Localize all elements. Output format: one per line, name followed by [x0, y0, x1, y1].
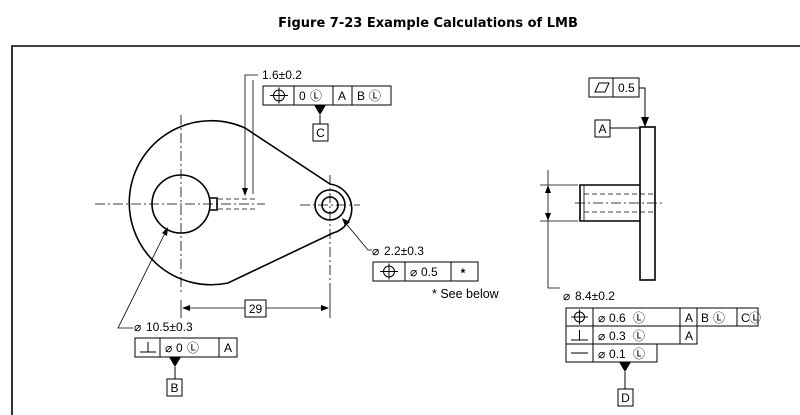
slot-leader: [244, 74, 258, 194]
bore-diameter-symbol: ⌀: [134, 320, 141, 334]
bore-datum-a: A: [224, 341, 232, 355]
slot-datum-a: A: [338, 89, 346, 103]
slot-tolerance: 0: [299, 89, 306, 103]
figure-frame: [11, 45, 800, 415]
slot-datum-b: B: [357, 89, 365, 103]
small-hole-callout: ⌀ 2.2±0.3 ⌀ 0.5 * * See below: [342, 218, 500, 301]
shaft-row1-diameter: ⌀: [598, 311, 605, 325]
small-hole-tolerance: 0.5: [421, 265, 438, 279]
shaft-row1-lmc-b: Ⓛ: [713, 311, 725, 325]
shaft-hidden-lines: [584, 193, 655, 213]
shaft-row1-lmc-c: Ⓛ: [749, 311, 761, 325]
shaft-row2-datum-a: A: [685, 329, 693, 343]
slot-lmc-1: Ⓛ: [310, 89, 322, 103]
asterisk-mark: *: [461, 266, 466, 280]
small-hole-diameter-symbol: ⌀: [372, 244, 379, 258]
figure-title: Figure 7-23 Example Calculations of LMB: [278, 16, 578, 31]
slot-hidden-lines: [218, 198, 258, 210]
bore-leader: [117, 228, 168, 329]
shaft-row1-datum-a: A: [685, 311, 693, 325]
center-distance-value: 29: [249, 302, 263, 316]
slot-dimension: 1.6±0.2: [242, 68, 302, 196]
bore-tolerance: 0: [176, 341, 183, 355]
flatness-fcf: 0.5 A: [588, 77, 649, 138]
bore-callout: ⌀ 10.5±0.3 ⌀ 0 Ⓛ A B: [117, 227, 238, 397]
shaft-row3-diameter: ⌀: [598, 347, 605, 361]
slot-fcf: 0 Ⓛ A B Ⓛ C: [262, 85, 392, 142]
shaft-row1-datum-c: C: [741, 311, 750, 325]
slot-dimension-text: 1.6±0.2: [262, 68, 302, 82]
small-hole-leader: [342, 219, 372, 251]
center-distance-dimension: 29: [180, 290, 331, 318]
small-hole-fcf-diameter: ⌀: [410, 265, 417, 279]
shaft-part: [575, 126, 665, 281]
shaft-row1-tolerance: 0.6: [609, 311, 626, 325]
datum-d-label: D: [621, 391, 630, 405]
shaft-row1-lmc: Ⓛ: [633, 311, 645, 325]
link-part: [95, 115, 360, 295]
bore-fcf-diameter: ⌀: [165, 341, 172, 355]
small-hole-dimension: 2.2±0.3: [384, 244, 424, 258]
flatness-tolerance: 0.5: [618, 81, 635, 95]
shaft-row2-lmc: Ⓛ: [633, 329, 645, 343]
shaft-dimension: ⌀ 8.4±0.2: [540, 170, 615, 303]
datum-b-label: B: [170, 381, 178, 395]
shaft-dimension-text: 8.4±0.2: [575, 289, 615, 303]
bore-dimension: 10.5±0.3: [146, 320, 193, 334]
slot-lmc-2: Ⓛ: [369, 89, 381, 103]
see-below-note: * See below: [432, 287, 500, 301]
flange: [639, 126, 656, 281]
shaft-row1-datum-b: B: [701, 311, 709, 325]
shaft-fcf: ⌀ 0.6 Ⓛ A B Ⓛ C Ⓛ ⌀ 0.3 Ⓛ A ⌀ 0.1 Ⓛ D: [565, 307, 761, 407]
datum-a-label: A: [598, 122, 606, 136]
shaft-row3-lmc: Ⓛ: [633, 347, 645, 361]
shaft-row2-diameter: ⌀: [598, 329, 605, 343]
datum-c-label: C: [316, 126, 325, 140]
shaft-diameter-symbol: ⌀: [563, 289, 570, 303]
shaft-row2-tolerance: 0.3: [609, 329, 626, 343]
bore-lmc: Ⓛ: [187, 341, 199, 355]
link-outline: [128, 119, 353, 286]
shaft-row3-tolerance: 0.1: [609, 347, 626, 361]
